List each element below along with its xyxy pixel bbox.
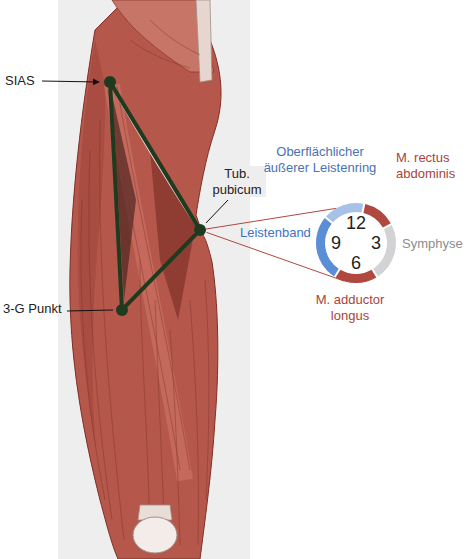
inguinal-ligament <box>110 82 200 230</box>
clock-number: 12 <box>346 214 366 232</box>
triangle-line <box>110 88 121 304</box>
structure-label: Symphyse <box>402 236 463 252</box>
clock-number: 6 <box>351 254 361 272</box>
structure-label: M. rectus abdominis <box>396 150 468 181</box>
landmark-point: 3-G Punkt <box>116 304 128 316</box>
ring-shape <box>306 193 406 293</box>
triangle-line <box>126 234 196 305</box>
landmark-label: Tub. pubicum <box>208 166 266 197</box>
muscle-fibres <box>81 20 209 545</box>
clock-number: 3 <box>371 234 381 252</box>
leg-outline <box>70 5 221 559</box>
patella <box>133 517 177 553</box>
landmark-point: Tub. pubicum <box>194 224 206 236</box>
leader-line <box>67 310 113 311</box>
triangle-line <box>113 87 197 225</box>
ring-segment <box>363 204 390 227</box>
background-panel <box>58 0 250 559</box>
structure-label: Leistenband <box>240 225 311 241</box>
landmark-label: SIAS <box>5 73 35 89</box>
clock-number: 9 <box>331 234 341 252</box>
structure-label: Oberflächlicher äußerer Leistenring <box>255 144 385 175</box>
clock-ring: 12 9 36 <box>306 193 406 293</box>
landmark-label: 3-G Punkt <box>3 301 62 317</box>
landmark-point: SIAS <box>104 76 116 88</box>
leader-line <box>206 200 228 223</box>
leader-line <box>42 81 99 82</box>
structure-label: M. adductor longus <box>305 292 395 323</box>
vessel <box>196 0 212 82</box>
